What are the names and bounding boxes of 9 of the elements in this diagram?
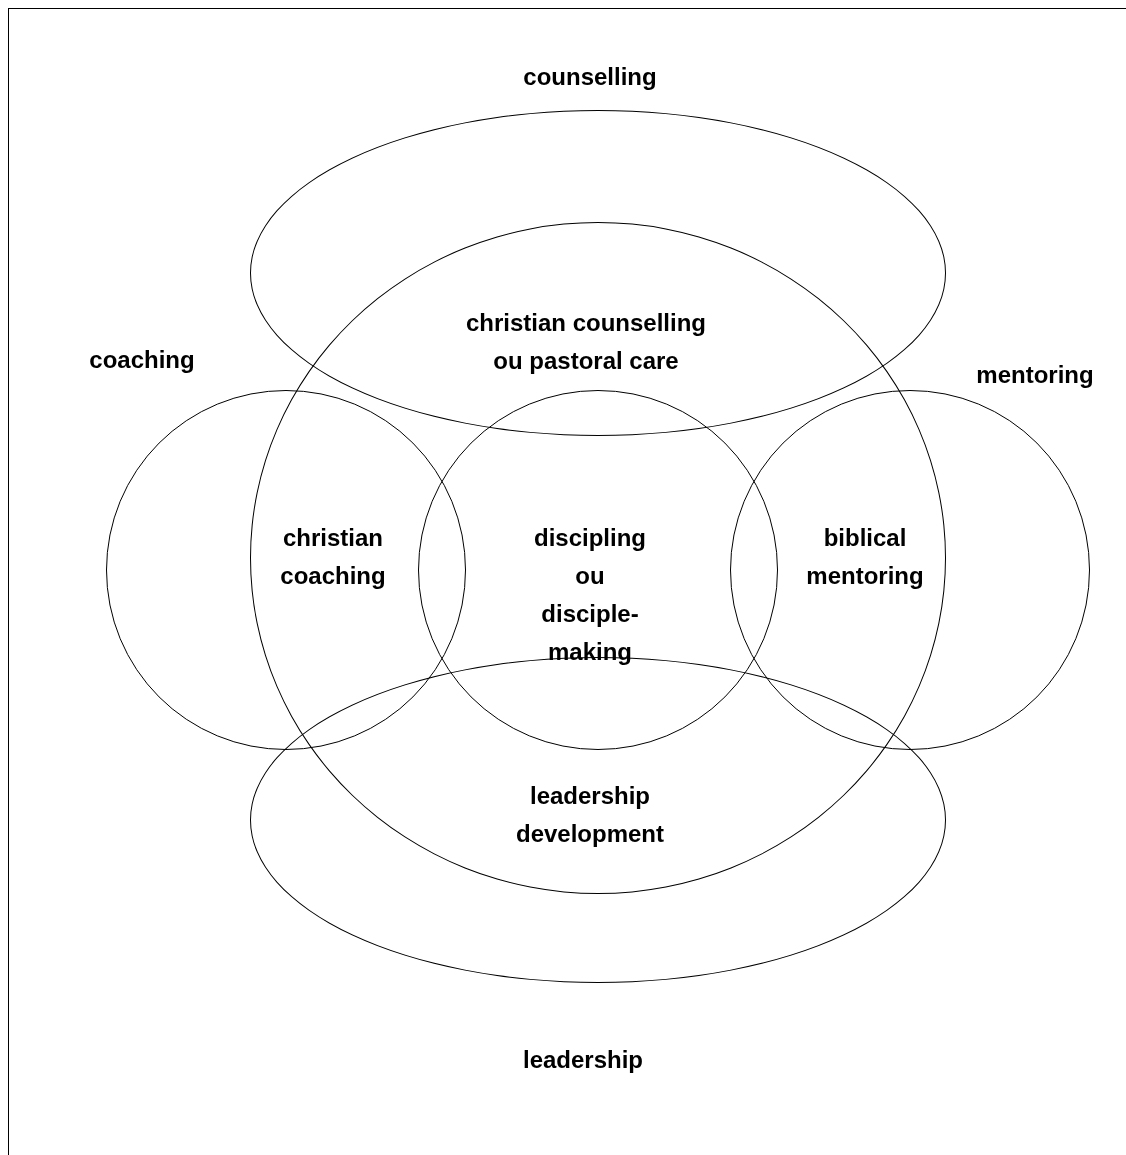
set-label: leadership <box>521 1045 644 1075</box>
overlap-label: biblical mentoring <box>805 523 925 591</box>
overlap-label: christian counselling ou pastoral care <box>464 308 707 376</box>
set-label: counselling <box>522 62 658 92</box>
set-label: mentoring <box>975 360 1095 390</box>
set-label: coaching <box>88 345 196 375</box>
overlap-label: leadership development <box>515 781 665 849</box>
overlap-label: christian coaching <box>279 523 387 591</box>
set-label: discipling ou disciple-making <box>533 523 647 667</box>
